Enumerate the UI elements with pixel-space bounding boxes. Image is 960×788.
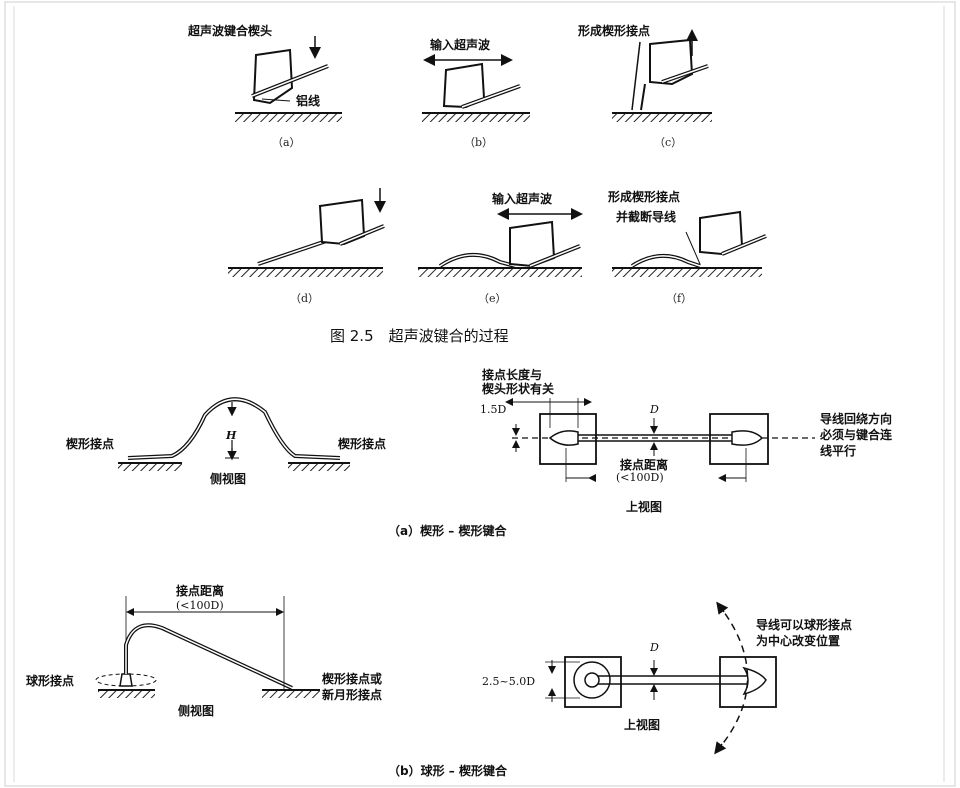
panel-f-caption: （f）: [666, 292, 693, 305]
section-b-top-view-label: 上视图: [624, 718, 661, 732]
ball-bond-label: 球形接点: [26, 674, 75, 688]
section-a-caption: （a）楔形 – 楔形键合: [388, 524, 507, 538]
panel-e-drawing: [418, 208, 583, 277]
panel-a-caption: （a）: [272, 136, 301, 149]
form-wedge-label-f: 形成楔形接点: [608, 190, 681, 204]
diameter-symbol-a: D: [650, 403, 659, 416]
section-b-caption: （b）球形 – 楔形键合: [388, 764, 507, 778]
side-right-wedge-label: 楔形接点: [338, 437, 387, 451]
length-note-line1: 接点长度与: [482, 368, 543, 382]
panel-c-drawing: [612, 29, 712, 122]
cut-wire-label: 并截断导线: [616, 210, 677, 224]
ball-size-value: 2.5~5.0D: [482, 675, 536, 688]
ultrasonic-input-label-b: 输入超声波: [430, 38, 491, 52]
panel-d-drawing: [228, 188, 386, 277]
panel-f-drawing: [612, 210, 767, 277]
panel-b-drawing: [422, 54, 530, 122]
wedge-or-crescent-line1: 楔形接点或: [322, 672, 383, 686]
panel-a-drawing: [235, 36, 342, 122]
ultrasonic-input-label-e: 输入超声波: [492, 192, 553, 206]
section-b-side-view: [95, 596, 320, 698]
height-symbol: H: [226, 429, 237, 442]
length-value: 1.5D: [480, 403, 507, 416]
panel-b-caption: （b）: [464, 136, 494, 149]
figure-title: 图 2.5 超声波键合的过程: [330, 327, 509, 345]
aluminum-wire-label: 铝线: [296, 94, 321, 108]
rotate-note-line1: 导线可以球形接点: [756, 618, 853, 632]
distance-label-a: 接点距离: [620, 458, 669, 472]
distance-label-b: 接点距离: [176, 584, 225, 598]
bond-head-label: 超声波键合楔头: [188, 24, 273, 38]
section-a-side-view: [118, 397, 350, 471]
side-left-wedge-label: 楔形接点: [66, 437, 115, 451]
section-a-top-view: [505, 398, 815, 482]
direction-line2: 必须与键合连: [820, 428, 893, 442]
wedge-or-crescent-line2: 新月形接点: [322, 688, 383, 702]
distance-value-b: (<100D): [176, 599, 224, 612]
form-wedge-label-c: 形成楔形接点: [578, 24, 651, 38]
panel-e-caption: （e）: [478, 292, 507, 305]
distance-value-a: (<100D): [616, 471, 664, 484]
direction-line1: 导线回绕方向: [820, 412, 893, 426]
section-a-side-view-label: 侧视图: [210, 472, 247, 486]
rotate-note-line2: 为中心改变位置: [756, 634, 841, 648]
panel-d-caption: （d）: [290, 292, 320, 305]
direction-line3: 线平行: [820, 444, 857, 458]
diameter-symbol-b: D: [650, 641, 659, 654]
section-a-top-view-label: 上视图: [626, 500, 663, 514]
section-b-top-view: [545, 601, 777, 755]
length-note-line2: 楔头形状有关: [482, 382, 555, 396]
panel-c-caption: （c）: [654, 136, 683, 149]
section-b-side-view-label: 侧视图: [178, 704, 215, 718]
